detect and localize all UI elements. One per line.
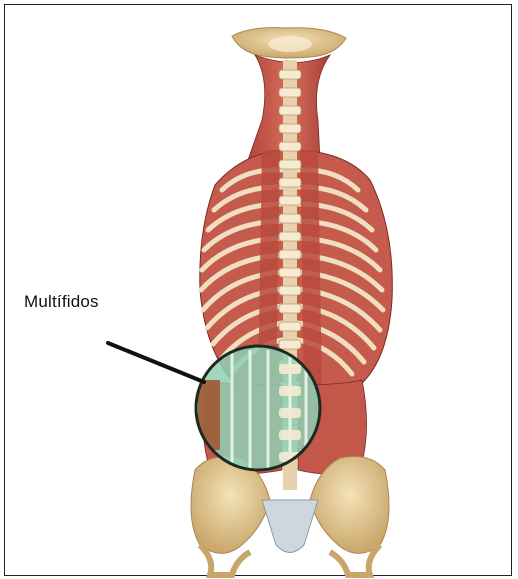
skull-base (232, 28, 346, 58)
callout-pointer-line (108, 343, 204, 382)
callout-label: Multífidos (24, 292, 99, 312)
